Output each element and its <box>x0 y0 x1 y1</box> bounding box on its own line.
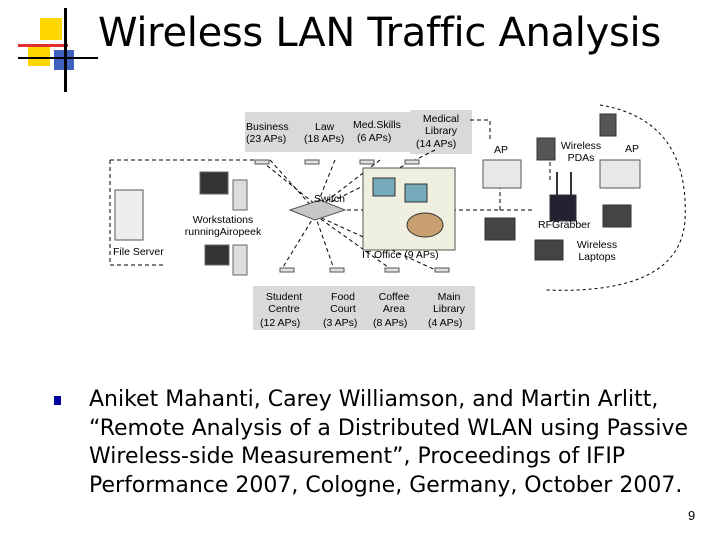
building-aps: (12 APs) <box>260 317 300 329</box>
wireless-pdas-label: Wireless PDAs <box>556 140 606 164</box>
building-name: Law <box>315 121 334 133</box>
building-name: Main Library <box>427 291 471 315</box>
it-office-label: IT Office (9 APs) <box>362 249 439 261</box>
building-aps: (6 APs) <box>357 132 391 144</box>
slide-title: Wireless LAN Traffic Analysis <box>98 10 661 56</box>
building-aps: (14 APs) <box>416 138 456 150</box>
building-aps: (18 APs) <box>304 133 344 145</box>
building-name: Medical Library <box>414 113 468 137</box>
building-aps: (8 APs) <box>373 317 407 329</box>
building-name: Business <box>246 121 289 133</box>
building-name: Food Court <box>321 291 365 315</box>
page-number: 9 <box>688 508 695 523</box>
building-aps: (23 APs) <box>246 133 286 145</box>
rfgrabber-label: RFGrabber <box>538 219 591 231</box>
bullet-marker <box>54 396 61 405</box>
building-name: Coffee Area <box>372 291 416 315</box>
building-name: Student Centre <box>256 291 312 315</box>
citation-text: Aniket Mahanti, Carey Williamson, and Ma… <box>89 386 689 500</box>
ap-label-left: AP <box>494 144 508 156</box>
switch-label: Switch <box>314 193 345 205</box>
wireless-laptops-label: Wireless Laptops <box>570 239 624 263</box>
building-name: Med.Skills <box>353 119 401 131</box>
ap-label-right: AP <box>625 143 639 155</box>
workstations-label: Workstations runningAiropeek <box>178 214 268 238</box>
file-server-label: File Server <box>113 246 164 258</box>
building-aps: (4 APs) <box>428 317 462 329</box>
building-aps: (3 APs) <box>323 317 357 329</box>
